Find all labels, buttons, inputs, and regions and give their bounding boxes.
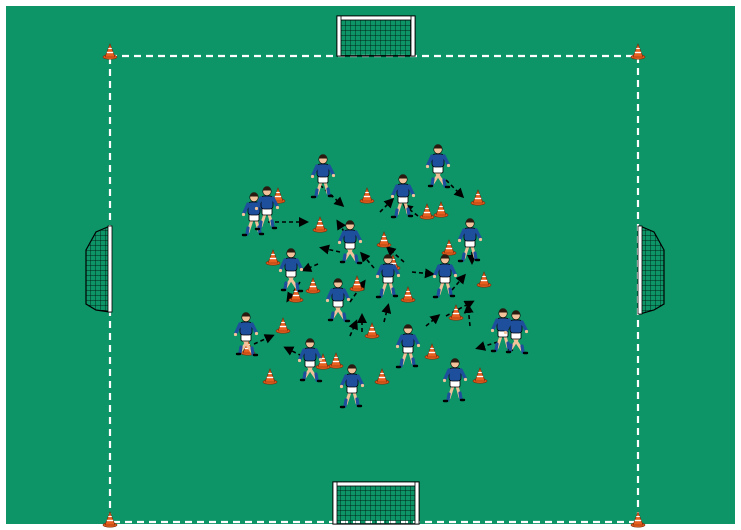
field-grass [6,6,735,524]
goal-bottom [333,482,419,524]
goal-top [337,16,415,56]
